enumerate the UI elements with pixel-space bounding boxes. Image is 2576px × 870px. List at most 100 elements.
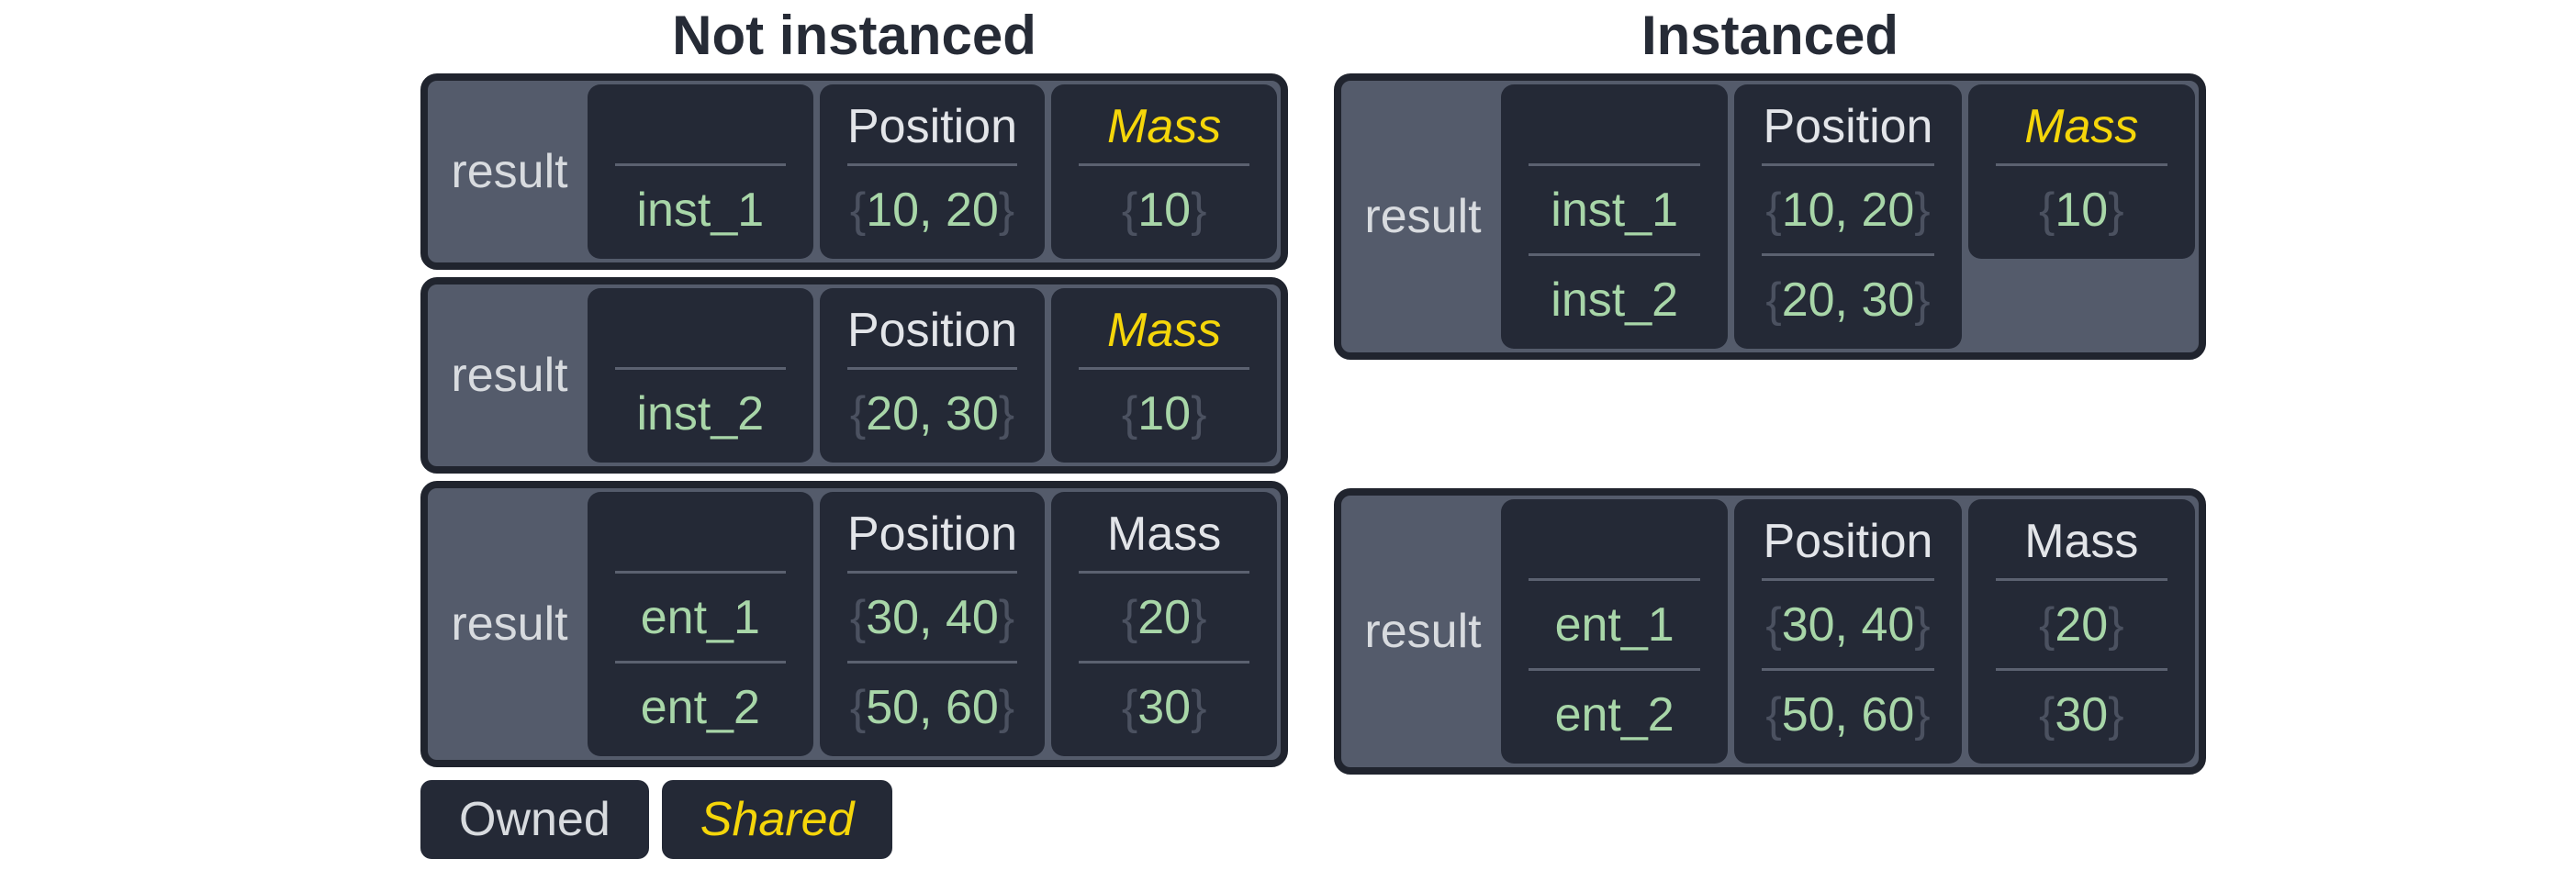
value-text: 10: [2055, 183, 2109, 237]
mass-column: Mass {10}: [1051, 84, 1278, 259]
row-divider: [1529, 163, 1701, 166]
result-label: result: [451, 597, 568, 651]
position-value: {10, 20}: [820, 166, 1046, 253]
row-divider: [1995, 668, 2167, 671]
position-column: Position {30, 40} {50, 60}: [819, 492, 1046, 756]
row-divider: [846, 661, 1018, 664]
row-divider: [1529, 253, 1701, 256]
entity-name: ent_1: [640, 590, 760, 644]
close-brace: }: [998, 680, 1015, 734]
open-brace: {: [2039, 597, 2055, 652]
position-header: Position: [847, 508, 1017, 561]
value-text: 10, 20: [1781, 183, 1915, 237]
position-value: {10, 20}: [1734, 166, 1961, 253]
entity-name: inst_1: [1551, 183, 1679, 237]
entity-name: ent_2: [640, 680, 760, 734]
value-text: 10: [1137, 183, 1192, 237]
archetype-cells: inst_1 Position {10, 20} Mass {10}: [588, 84, 1278, 259]
entity-column-header: [588, 90, 813, 163]
close-brace: }: [1914, 273, 1931, 327]
value-text: 30, 40: [866, 590, 999, 644]
close-brace: }: [1191, 680, 1207, 734]
mass-column-shared-single: Mass {10}: [1967, 84, 2195, 259]
archetype-cells: inst_1 inst_2 Position {10, 20} {20, 30}…: [1501, 84, 2195, 349]
open-brace: {: [1121, 590, 1138, 644]
result-box-owned-entities: result ent_1 ent_2 Position {30, 40} {50…: [420, 481, 1288, 767]
mass-header: Mass: [1107, 508, 1222, 561]
entity-name: inst_2: [636, 386, 765, 441]
open-brace: {: [2039, 687, 2055, 742]
instanced-column: Instanced result inst_1 inst_2 Position …: [1334, 7, 2206, 775]
archetype-cells: inst_2 Position {20, 30} Mass {10}: [588, 288, 1278, 463]
open-brace: {: [1765, 597, 1782, 652]
result-label: result: [1364, 190, 1482, 243]
close-brace: }: [2108, 687, 2124, 742]
position-value: {30, 40}: [820, 574, 1046, 661]
mass-value: {20}: [1051, 574, 1277, 661]
entity-column: inst_1 inst_2: [1501, 84, 1729, 349]
row-divider: [615, 571, 786, 574]
mass-header-shared: Mass: [2024, 100, 2139, 153]
row-divider: [846, 367, 1018, 370]
row-divider: [1529, 668, 1701, 671]
row-divider: [1762, 163, 1934, 166]
result-label: result: [451, 349, 568, 402]
close-brace: }: [1914, 183, 1931, 237]
mass-column: Mass {10}: [1051, 288, 1278, 463]
value-text: 50, 60: [1781, 687, 1915, 742]
value-text: 20, 30: [1781, 273, 1915, 327]
value-text: 10, 20: [866, 183, 999, 237]
mass-header-shared: Mass: [1107, 304, 1222, 357]
result-box-inst-2: result inst_2 Position {20, 30} Mass {10…: [420, 277, 1288, 474]
open-brace: {: [1121, 386, 1138, 441]
value-text: 20, 30: [866, 386, 999, 441]
mass-header: Mass: [2024, 515, 2139, 568]
value-text: 30, 40: [1781, 597, 1915, 652]
close-brace: }: [1914, 687, 1931, 742]
entity-column-header: [588, 294, 813, 367]
row-divider: [615, 163, 786, 166]
entity-name: inst_1: [636, 183, 765, 237]
row-divider: [1079, 661, 1250, 664]
position-value: {30, 40}: [1734, 581, 1961, 668]
close-brace: }: [2108, 183, 2124, 237]
row-divider: [846, 571, 1018, 574]
entity-column: ent_1 ent_2: [1501, 499, 1729, 764]
legend: Owned Shared: [420, 780, 1288, 859]
open-brace: {: [849, 680, 867, 734]
result-box-owned-entities: result ent_1 ent_2 Position {30, 40} {50…: [1334, 488, 2206, 775]
position-header: Position: [1763, 515, 1933, 568]
close-brace: }: [1191, 386, 1207, 441]
entity-column: inst_1: [588, 84, 813, 259]
close-brace: }: [998, 183, 1015, 237]
entity-column-header: [1501, 505, 1728, 578]
value-text: 20: [2055, 597, 2109, 652]
close-brace: }: [2108, 597, 2124, 652]
result-label: result: [451, 145, 568, 198]
row-divider: [1079, 571, 1250, 574]
panel-title-instanced: Instanced: [1641, 5, 1899, 66]
entity-column-header: [1501, 90, 1728, 163]
close-brace: }: [998, 386, 1015, 441]
value-text: 50, 60: [866, 680, 999, 734]
value-text: 30: [1137, 680, 1192, 734]
entity-name: ent_2: [1554, 687, 1674, 742]
position-column: Position {20, 30}: [819, 288, 1046, 463]
row-divider: [1529, 578, 1701, 581]
panel-title-not-instanced: Not instanced: [672, 5, 1036, 66]
row-divider: [615, 661, 786, 664]
position-value: {20, 30}: [820, 370, 1046, 457]
position-header: Position: [847, 100, 1017, 153]
row-divider: [1762, 253, 1934, 256]
entity-name: ent_1: [1554, 597, 1674, 652]
open-brace: {: [2039, 183, 2055, 237]
close-brace: }: [1914, 597, 1931, 652]
position-value: {50, 60}: [1734, 671, 1961, 758]
result-label: result: [1364, 605, 1482, 658]
row-divider: [1079, 163, 1250, 166]
legend-owned: Owned: [420, 780, 649, 859]
row-divider: [1079, 367, 1250, 370]
entity-name: inst_2: [1551, 273, 1679, 327]
open-brace: {: [1765, 687, 1782, 742]
position-value: {20, 30}: [1734, 256, 1961, 343]
